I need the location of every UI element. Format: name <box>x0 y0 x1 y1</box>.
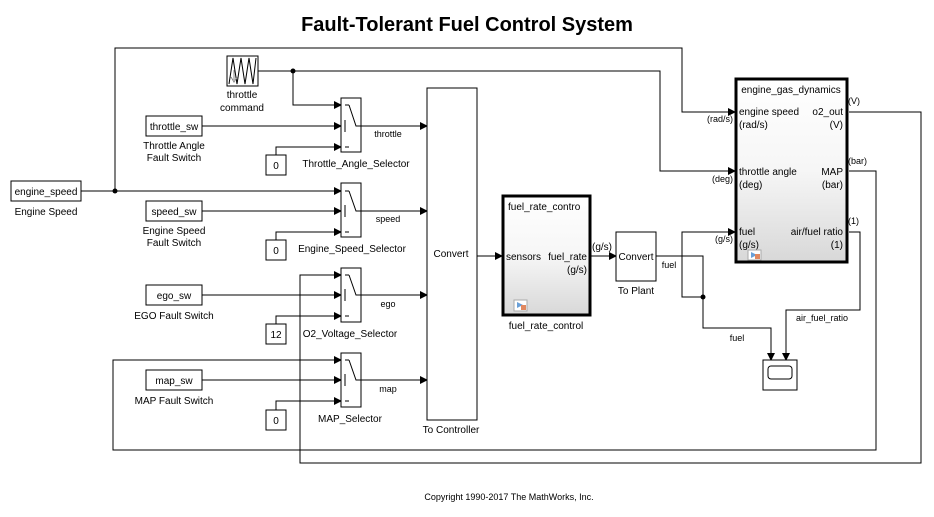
speed-sw-label2: Fault Switch <box>147 238 201 249</box>
port-in-label: engine speed <box>739 107 799 118</box>
constant-block[interactable]: 0 <box>265 239 287 261</box>
map-selector[interactable]: MAP_Selector map <box>318 352 397 425</box>
selector-label: Engine_Speed_Selector <box>298 244 407 255</box>
to-plant-block[interactable]: Convert To Plant fuel <box>615 231 677 297</box>
port-in-label: throttle angle <box>739 167 797 178</box>
engine-speed-selector[interactable]: Engine_Speed_Selector speed <box>298 182 407 255</box>
subsystem-title: engine_gas_dynamics <box>741 85 841 96</box>
to-plant-label: To Plant <box>618 286 654 297</box>
port-unit-ext: (deg) <box>712 174 733 184</box>
signal-label: map <box>379 384 397 394</box>
to-controller-block[interactable]: Convert To Controller <box>423 87 480 436</box>
port-unit-ext: (1) <box>848 216 859 226</box>
model-reference-icon <box>747 249 762 261</box>
selector-label: MAP_Selector <box>318 414 383 425</box>
constant-value: 0 <box>273 161 279 172</box>
throttle-command-label2: command <box>220 103 264 114</box>
port-out-label: o2_out <box>812 107 843 118</box>
selector-label: Throttle_Angle_Selector <box>302 159 410 170</box>
convert-text: Convert <box>618 252 653 263</box>
port-unit: (g/s) <box>739 240 759 251</box>
port-unit: (bar) <box>822 180 843 191</box>
ego-sw-block[interactable]: ego_sw EGO Fault Switch <box>134 284 214 322</box>
constant-value: 0 <box>273 416 279 427</box>
port-out-label: MAP <box>821 167 843 178</box>
fuel-rate-control-subsystem[interactable]: fuel_rate_contro sensors fuel_rate (g/s)… <box>501 194 612 332</box>
selector-label: O2_Voltage_Selector <box>303 329 398 340</box>
throttle-sw-block[interactable]: throttle_sw Throttle Angle Fault Switch <box>143 115 205 164</box>
constant-block[interactable]: 0 <box>265 409 287 431</box>
engine-speed-block[interactable]: engine_speed Engine Speed <box>10 180 82 218</box>
signal-lines <box>81 47 922 464</box>
map-sw-block[interactable]: map_sw MAP Fault Switch <box>135 369 214 407</box>
constant-value: 0 <box>273 246 279 257</box>
scope-icon <box>767 365 793 380</box>
throttle-angle-selector[interactable]: Throttle_Angle_Selector throttle <box>302 97 410 170</box>
speed-sw-label: Engine Speed <box>143 226 206 237</box>
port-in-label: sensors <box>506 252 541 263</box>
ego-sw-label: EGO Fault Switch <box>134 311 213 322</box>
port-unit: (g/s) <box>567 265 587 276</box>
port-unit: (V) <box>830 120 843 131</box>
throttle-sw-label: Throttle Angle <box>143 141 205 152</box>
constant-block[interactable]: 0 <box>265 154 287 176</box>
throttle-command-label: throttle <box>227 90 258 101</box>
fuel-signal-label: fuel <box>730 333 745 343</box>
constant-value: 12 <box>270 330 282 341</box>
port-unit: (rad/s) <box>739 120 768 131</box>
port-out-label: air/fuel ratio <box>791 227 844 238</box>
throttle-sw-text: throttle_sw <box>150 122 199 133</box>
speed-sw-block[interactable]: speed_sw Engine Speed Fault Switch <box>143 200 206 249</box>
to-controller-label: To Controller <box>423 425 480 436</box>
port-unit-ext: (g/s) <box>715 234 733 244</box>
convert-text: Convert <box>433 249 468 260</box>
port-in-label: fuel <box>739 227 755 238</box>
throttle-sw-label2: Fault Switch <box>147 153 201 164</box>
scope-block[interactable] <box>762 359 798 391</box>
port-out-label: fuel_rate <box>548 252 587 263</box>
port-unit-ext: (rad/s) <box>707 114 733 124</box>
air-fuel-signal-label: air_fuel_ratio <box>796 313 848 323</box>
speed-sw-text: speed_sw <box>151 207 197 218</box>
engine-gas-dynamics-subsystem[interactable]: engine_gas_dynamics engine speed (rad/s)… <box>707 77 867 264</box>
model-reference-icon <box>513 299 528 312</box>
signal-label: fuel <box>662 260 677 270</box>
port-unit: (deg) <box>739 180 762 191</box>
signal-label: speed <box>376 214 401 224</box>
engine-speed-text: engine_speed <box>15 187 78 198</box>
page-title: Fault-Tolerant Fuel Control System <box>301 14 633 36</box>
throttle-command-block[interactable]: throttle command <box>220 55 264 114</box>
port-unit-ext: (g/s) <box>592 242 612 253</box>
port-unit: (1) <box>831 240 843 251</box>
copyright-text: Copyright 1990-2017 The MathWorks, Inc. <box>424 492 593 502</box>
signal-builder-icon <box>228 57 257 85</box>
o2-voltage-selector[interactable]: O2_Voltage_Selector ego <box>303 267 398 340</box>
constant-block[interactable]: 12 <box>265 323 287 345</box>
engine-speed-label: Engine Speed <box>15 207 78 218</box>
subsystem-label: fuel_rate_control <box>509 321 584 332</box>
ego-sw-text: ego_sw <box>157 291 192 302</box>
signal-label: ego <box>380 299 395 309</box>
map-sw-label: MAP Fault Switch <box>135 396 214 407</box>
signal-label: throttle <box>374 129 402 139</box>
map-sw-text: map_sw <box>155 376 193 387</box>
port-unit-ext: (V) <box>848 96 860 106</box>
port-unit-ext: (bar) <box>848 156 867 166</box>
subsystem-title: fuel_rate_contro <box>508 202 581 213</box>
